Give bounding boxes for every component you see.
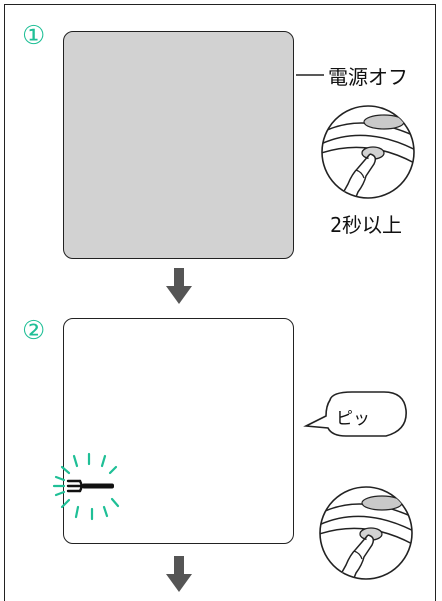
hand-press-icon [321, 105, 415, 199]
down-arrow-icon [166, 556, 192, 592]
press-duration-label: 2秒以上 [330, 213, 403, 237]
display-screen-off [63, 31, 294, 259]
fork-icon [52, 452, 120, 521]
speech-bubble [303, 391, 407, 437]
display-screen-on [63, 318, 294, 544]
step-2-number: ② [22, 316, 46, 346]
hand-press-icon [319, 486, 413, 580]
power-off-label: 電源オフ [328, 65, 408, 89]
step-1-number: ① [22, 21, 46, 51]
panel-frame [4, 4, 436, 601]
beep-sound-label: ピッ [336, 409, 370, 429]
down-arrow-icon [166, 268, 192, 304]
